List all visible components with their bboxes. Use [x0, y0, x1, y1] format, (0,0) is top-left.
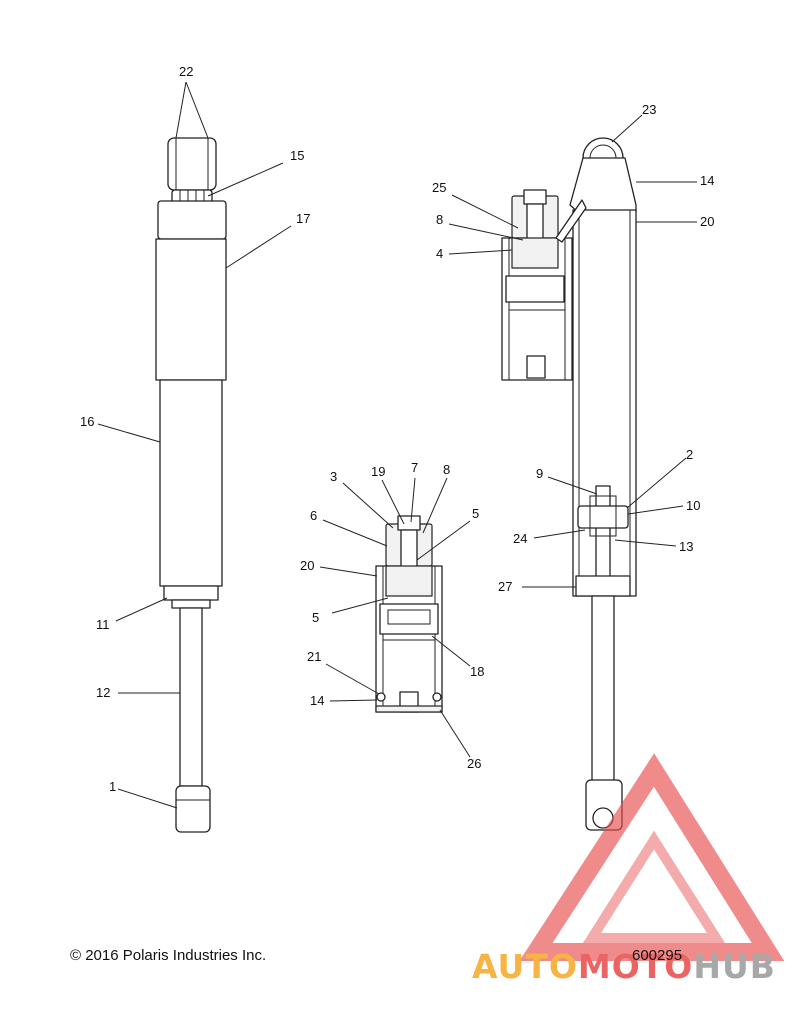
right-shock-assembly: [501, 137, 637, 831]
cutaway-piston-lower: [379, 603, 439, 635]
callout-14-mid: 14: [310, 693, 324, 708]
callout-labels: 22 15 17 16 11 12 1 3 19 7 8 6 5 20 5 18…: [80, 64, 714, 794]
callout-7: 7: [411, 460, 418, 475]
reservoir-connector: [555, 199, 587, 243]
callout-14-right: 14: [700, 173, 714, 188]
callout-1: 1: [109, 779, 116, 794]
watermark-text-moto: MOTO: [578, 947, 693, 986]
svg-text:AUTOMOTOHUB: AUTOMOTOHUB: [472, 947, 776, 986]
callout-17: 17: [296, 211, 310, 226]
seal-head: [171, 599, 211, 609]
watermark-text-auto: AUTO: [472, 947, 578, 986]
callout-24: 24: [513, 531, 527, 546]
seal-head-collar: [163, 585, 219, 601]
callout-13: 13: [679, 539, 693, 554]
callout-5-top: 5: [472, 506, 479, 521]
watermark-text-hub: HUB: [693, 947, 776, 986]
right-piston-shaft: [591, 595, 615, 793]
watermark-triangle-icon: [519, 753, 785, 961]
watermark-logo: AUTOMOTOHUB: [472, 753, 785, 986]
callout-12: 12: [96, 685, 110, 700]
callout-8-right: 8: [436, 212, 443, 227]
callout-3: 3: [330, 469, 337, 484]
callout-19: 19: [371, 464, 385, 479]
callout-4: 4: [436, 246, 443, 261]
cutaway-oring-left: [376, 692, 386, 702]
reservoir-floating-piston: [505, 275, 565, 303]
piston-shaft: [179, 607, 203, 787]
main-shock-body: [159, 379, 223, 587]
callout-2: 2: [686, 447, 693, 462]
middle-cutaway-assembly: [375, 515, 443, 713]
reservoir-adjuster-knob: [523, 189, 547, 205]
bottom-eyelet: [175, 785, 211, 833]
callout-10: 10: [686, 498, 700, 513]
left-shock-assembly: [155, 137, 227, 833]
cutaway-piston-upper: [385, 565, 433, 597]
reservoir-piston-upper: [511, 237, 559, 269]
right-seal-head: [575, 575, 631, 597]
callout-18: 18: [470, 664, 484, 679]
leader-lines: [97, 81, 697, 809]
callout-21: 21: [307, 649, 321, 664]
callout-11: 11: [96, 617, 110, 632]
cutaway-oring-right: [432, 692, 442, 702]
callout-27: 27: [498, 579, 512, 594]
callout-20-right: 20: [700, 214, 714, 229]
top-cap: [157, 200, 227, 240]
callout-26: 26: [467, 756, 481, 771]
right-piston: [577, 505, 629, 529]
callout-6: 6: [310, 508, 317, 523]
callout-25: 25: [432, 180, 446, 195]
callout-15: 15: [290, 148, 304, 163]
reservoir-bottom-cap: [526, 355, 546, 379]
upper-body-cylinder: [155, 238, 227, 381]
copyright-text: © 2016 Polaris Industries Inc.: [70, 947, 266, 964]
callout-8-mid: 8: [443, 462, 450, 477]
callout-9: 9: [536, 466, 543, 481]
diagram-number: 600295: [632, 947, 682, 964]
callout-16: 16: [80, 414, 94, 429]
callout-20-mid: 20: [300, 558, 314, 573]
callout-23: 23: [642, 102, 656, 117]
callout-5-bottom: 5: [312, 610, 319, 625]
callout-22: 22: [179, 64, 193, 79]
top-eyelet: [167, 137, 217, 191]
